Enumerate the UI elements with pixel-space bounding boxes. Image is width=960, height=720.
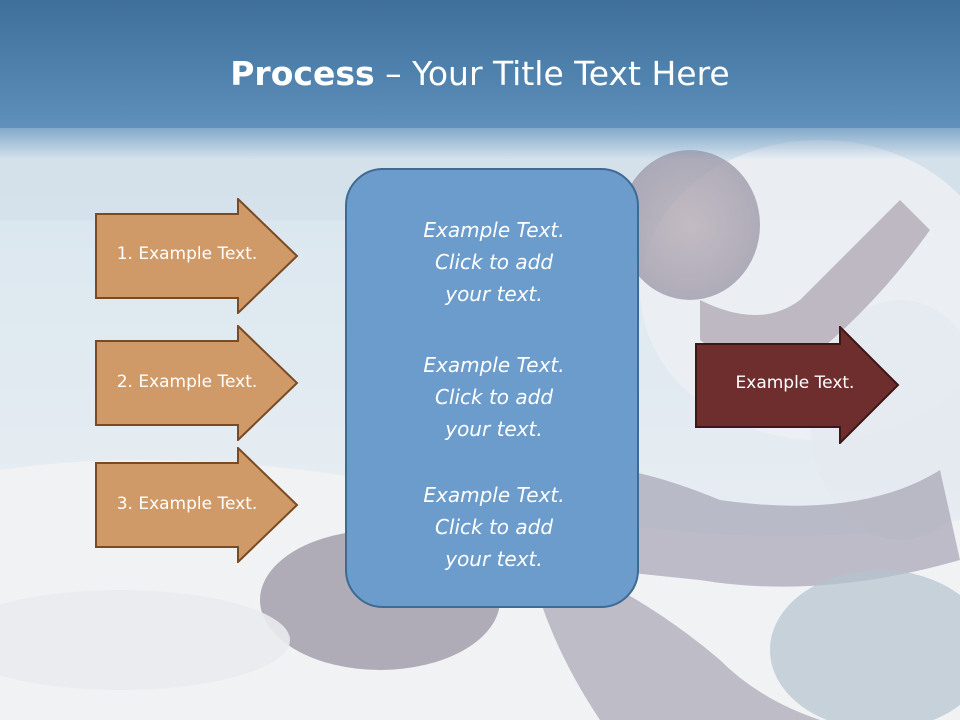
- block-1-line-1: Example Text.: [347, 214, 641, 246]
- left-arrow-1[interactable]: 1. Example Text.: [95, 198, 300, 314]
- center-text-block-2: Example Text. Click to add your text.: [347, 349, 641, 445]
- center-text-box[interactable]: Example Text. Click to add your text. Ex…: [345, 168, 639, 608]
- slide-title[interactable]: Process – Your Title Text Here: [0, 52, 960, 96]
- right-arrow-label: Example Text.: [695, 373, 895, 393]
- left-arrow-2-label: 2. Example Text.: [95, 372, 279, 392]
- title-bar-fade: [0, 120, 960, 160]
- left-arrow-1-label: 1. Example Text.: [95, 244, 279, 264]
- left-arrow-3-label: 3. Example Text.: [95, 494, 279, 514]
- block-2-line-3: your text.: [347, 413, 641, 445]
- title-dash: –: [375, 54, 412, 93]
- block-3-line-3: your text.: [347, 543, 641, 575]
- block-3-line-1: Example Text.: [347, 479, 641, 511]
- block-1-line-2: Click to add: [347, 246, 641, 278]
- block-2-line-2: Click to add: [347, 381, 641, 413]
- block-1-line-3: your text.: [347, 278, 641, 310]
- left-arrow-2[interactable]: 2. Example Text.: [95, 325, 300, 441]
- center-text-block-3: Example Text. Click to add your text.: [347, 479, 641, 575]
- left-arrow-3[interactable]: 3. Example Text.: [95, 447, 300, 563]
- title-regular: Your Title Text Here: [412, 54, 730, 93]
- block-2-line-1: Example Text.: [347, 349, 641, 381]
- block-3-line-2: Click to add: [347, 511, 641, 543]
- right-arrow[interactable]: Example Text.: [695, 326, 901, 444]
- title-bold: Process: [230, 54, 374, 93]
- center-text-block-1: Example Text. Click to add your text.: [347, 214, 641, 310]
